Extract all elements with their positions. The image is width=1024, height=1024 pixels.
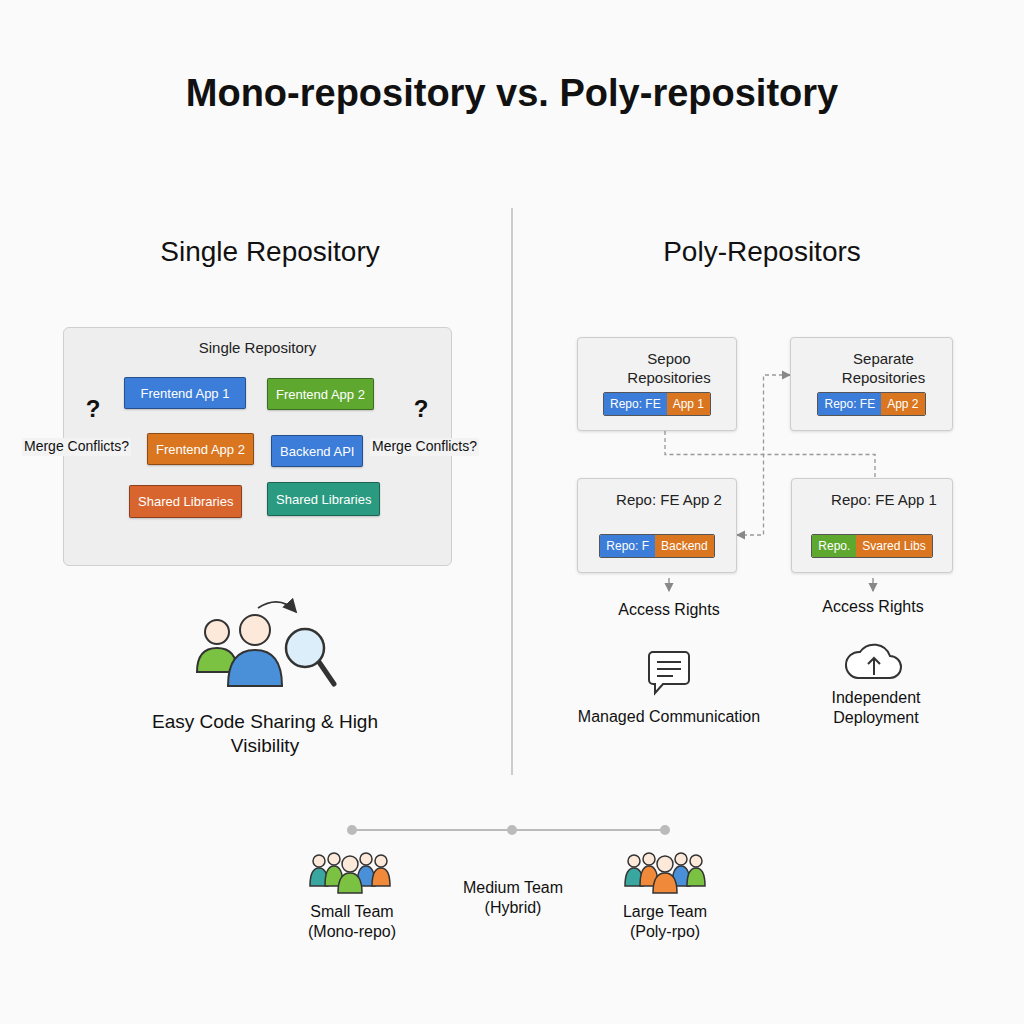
section-heading: Poly-Repositors	[602, 234, 922, 269]
team-scale-line	[507, 825, 517, 835]
module-label: Frentend App 2	[276, 387, 365, 402]
chat-icon	[657, 675, 673, 677]
question-mark: ?	[81, 394, 105, 424]
repo-title: Repo: FE App 1	[800, 491, 944, 510]
people-search-icon	[205, 620, 229, 644]
repo-title: Sepoo Repositories	[585, 350, 729, 388]
team-label: Large Team (Poly-rpo)	[605, 902, 725, 942]
chip-label: Repo: FE	[818, 393, 881, 415]
repository-box: Separate RepositoriesRepo: FEApp 2	[790, 337, 953, 431]
feature-label: Access Rights	[793, 597, 953, 617]
section-heading: Single Repository	[110, 234, 430, 269]
conflict-note: Merge Conflicts?	[370, 438, 479, 456]
chip-label: Svared Libs	[856, 535, 931, 557]
small-team-icon	[328, 853, 340, 865]
conflict-note: Merge Conflicts?	[22, 438, 131, 456]
page-title: Mono-repository vs. Poly-repository	[0, 72, 1024, 115]
feature-label: Managed Communication	[554, 707, 784, 727]
module-box: Frentend App 2	[267, 378, 374, 410]
large-team-icon	[675, 853, 687, 865]
team-scale-line	[347, 825, 357, 835]
chip-label: App 1	[667, 393, 710, 415]
people-search-icon	[197, 602, 334, 686]
repo-title: Separate Repositories	[800, 350, 944, 388]
repo-chip: Repo: FBackend	[599, 534, 714, 558]
team-scale-line	[347, 825, 670, 835]
repo-chip: Repo: FEApp 1	[603, 392, 711, 416]
chip-label: App 2	[881, 393, 924, 415]
small-team-icon	[342, 856, 358, 872]
small-team-icon	[372, 868, 390, 886]
module-box: Shared Libraries	[129, 485, 242, 518]
down-arrow	[669, 578, 873, 591]
question-mark: ?	[409, 394, 433, 424]
small-team-icon	[313, 855, 325, 867]
people-search-icon	[319, 662, 334, 684]
small-team-icon	[338, 873, 362, 893]
chip-label: Repo.	[812, 535, 856, 557]
large-team-icon	[628, 855, 640, 867]
feature-label: Independent Deployment	[811, 688, 941, 728]
panel-title: Single Repository	[64, 339, 451, 356]
people-search-icon	[286, 629, 324, 667]
chat-icon	[657, 668, 681, 670]
large-team-icon	[687, 868, 705, 886]
repo-chip: Repo: FEApp 2	[817, 392, 925, 416]
repo-title: Repo: FE App 2	[585, 491, 729, 510]
chat-icon	[657, 661, 681, 663]
cloud-upload-icon	[846, 645, 901, 678]
cloud-upload-icon	[868, 658, 880, 664]
dashed-connector	[665, 431, 875, 478]
large-team-icon	[657, 856, 673, 872]
feature-label: Access Rights	[589, 600, 749, 620]
large-team-icon	[690, 855, 702, 867]
small-team-icon	[360, 853, 372, 865]
chip-label: Repo: F	[600, 535, 655, 557]
module-label: Frentend App 1	[141, 386, 230, 401]
module-box: Backend API	[271, 435, 363, 467]
divider-line	[511, 208, 513, 775]
cloud-upload-icon	[846, 645, 901, 678]
people-search-icon	[258, 602, 296, 612]
people-search-icon	[228, 650, 282, 686]
repository-box: Repo: FE App 1 Repo.Svared Libs	[791, 478, 953, 573]
large-team-icon	[653, 873, 677, 893]
module-box: Frentend App 1	[124, 377, 246, 409]
benefit-caption: Easy Code Sharing & High Visibility	[140, 710, 390, 758]
repo-chip: Repo.Svared Libs	[811, 534, 932, 558]
small-team-icon	[310, 853, 390, 893]
module-label: Frentend App 2	[156, 442, 245, 457]
repository-box: Repo: FE App 2 Repo: FBackend	[577, 478, 737, 573]
small-team-icon	[375, 855, 387, 867]
team-label: Medium Team (Hybrid)	[453, 878, 573, 918]
chat-icon	[649, 652, 689, 693]
module-label: Shared Libraries	[138, 494, 233, 509]
module-label: Backend API	[280, 444, 354, 459]
team-scale-line	[660, 825, 670, 835]
chip-label: Repo: FE	[604, 393, 667, 415]
cloud-upload-icon	[873, 658, 875, 675]
large-team-icon	[625, 853, 705, 893]
chip-label: Backend	[655, 535, 714, 557]
team-label: Small Team (Mono-repo)	[292, 902, 412, 942]
module-box: Shared Libraries	[267, 482, 380, 516]
chat-icon	[649, 652, 689, 693]
repository-box: Sepoo RepositoriesRepo: FEApp 1	[577, 337, 737, 431]
connector-group	[234, 375, 875, 535]
down-arrow	[872, 578, 873, 591]
module-box: Frentend App 2	[147, 433, 254, 465]
large-team-icon	[643, 853, 655, 865]
down-arrow	[668, 578, 669, 591]
module-label: Shared Libraries	[276, 492, 371, 507]
people-search-icon	[240, 615, 270, 645]
